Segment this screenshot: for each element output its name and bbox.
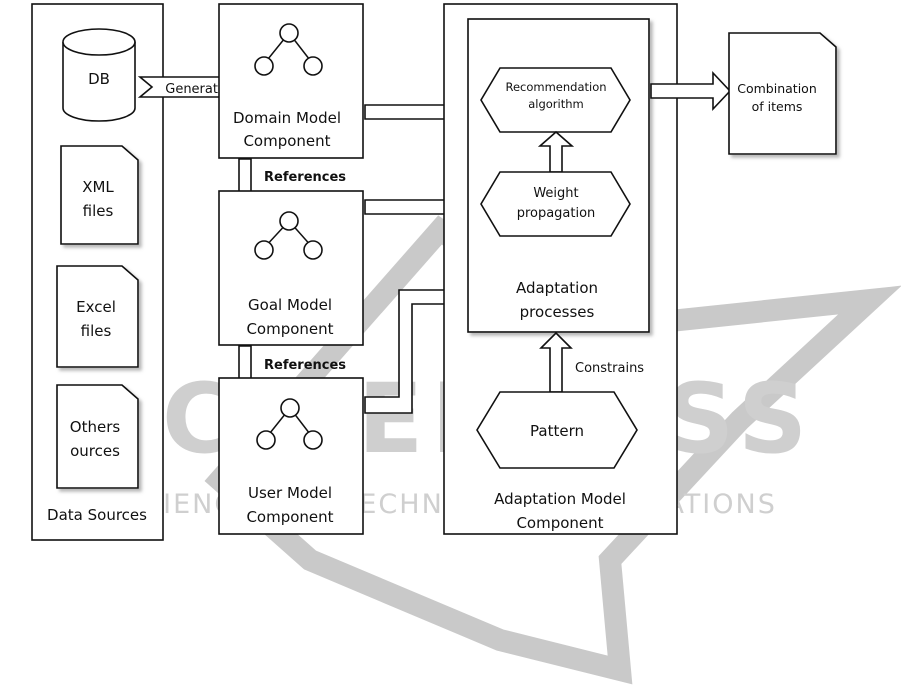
references-label-2: References	[264, 358, 346, 373]
weight-label-line2: propagation	[517, 206, 596, 221]
adaptation-component-line2: Component	[516, 514, 603, 532]
recommendation-label-line2: algorithm	[528, 97, 584, 111]
weight-propagation-hexagon	[480, 171, 631, 237]
xml-file-icon	[60, 145, 139, 245]
xml-label-line1: XML	[82, 178, 114, 196]
generates-label: Generates	[165, 82, 233, 97]
recommendation-algorithm-hexagon	[480, 67, 631, 133]
goal-label-line2: Component	[246, 320, 333, 338]
user-label-line2: Component	[246, 508, 333, 526]
domain-tree-icon	[254, 23, 323, 76]
adaptation-processes-line1: Adaptation	[516, 279, 598, 297]
db-label: DB	[88, 70, 110, 88]
output-arrow	[650, 70, 732, 112]
constrains-arrow	[539, 331, 573, 393]
goal-label-line1: Goal Model	[248, 296, 332, 314]
weight-label-line1: Weight	[533, 186, 578, 201]
goal-tree-icon	[254, 211, 323, 260]
excel-label-line2: files	[81, 322, 112, 340]
combination-document-icon	[728, 32, 837, 155]
db-cylinder-icon	[62, 28, 136, 122]
others-label-line1: Others	[70, 418, 121, 436]
others-label-line2: ources	[70, 442, 120, 460]
user-tree-icon	[256, 398, 323, 450]
constrains-label: Constrains	[575, 361, 644, 376]
weight-to-recommendation-arrow	[537, 130, 575, 173]
adaptation-model-component: Recommendation algorithm Weight propagat…	[443, 3, 678, 535]
goal-model-component: Goal Model Component	[218, 190, 364, 346]
pattern-hexagon	[476, 391, 638, 469]
domain-model-component: Domain Model Component	[218, 3, 364, 159]
excel-file-icon	[56, 265, 139, 368]
excel-label-line1: Excel	[76, 298, 116, 316]
user-model-component: User Model Component	[218, 377, 364, 535]
adaptation-component-line1: Adaptation Model	[494, 490, 626, 508]
combination-label-line1: Combination	[737, 81, 817, 96]
xml-label-line2: files	[83, 202, 114, 220]
domain-label-line1: Domain Model	[233, 109, 341, 127]
adaptation-processes-line2: processes	[520, 303, 595, 321]
recommendation-label-line1: Recommendation	[505, 80, 606, 94]
combination-label-line2: of items	[752, 99, 803, 114]
others-file-icon	[56, 384, 139, 489]
data-sources-title: Data Sources	[47, 506, 147, 524]
user-label-line1: User Model	[248, 484, 332, 502]
data-sources-panel: DB XML files Excel files Others ources D…	[31, 3, 164, 541]
domain-label-line2: Component	[243, 132, 330, 150]
references-label-1: References	[264, 170, 346, 185]
pattern-label: Pattern	[530, 422, 584, 440]
